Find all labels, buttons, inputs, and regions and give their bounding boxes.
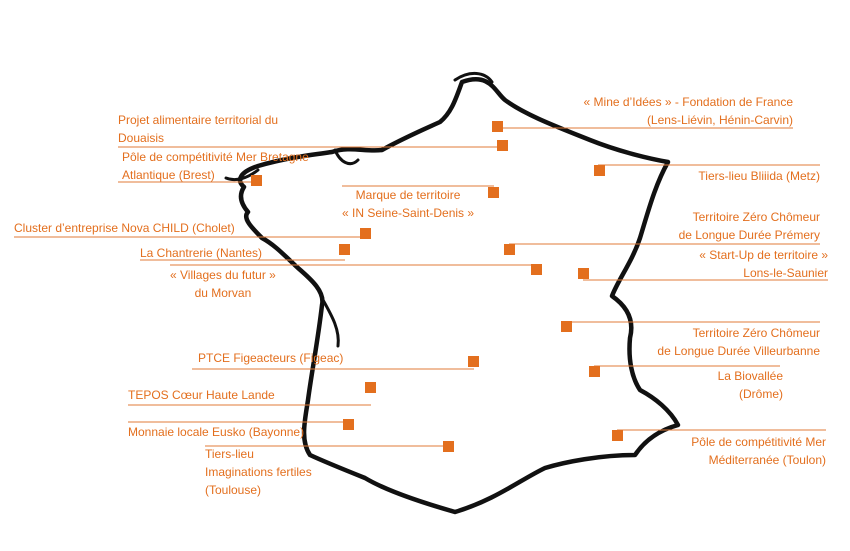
label-cholet-line1: Cluster d’entreprise Nova CHILD (Cholet)	[14, 221, 235, 235]
marker-lens	[492, 121, 503, 132]
label-premery-line1: Territoire Zéro Chômeur	[692, 210, 820, 224]
label-tepos-line1: TEPOS Cœur Haute Lande	[128, 388, 275, 402]
label-lens: « Mine d’Idées » - Fondation de France (…	[584, 93, 793, 129]
label-lons-line1: « Start-Up de territoire »	[699, 248, 828, 262]
marker-seine	[488, 187, 499, 198]
label-lons: « Start-Up de territoire » Lons-le-Sauni…	[699, 246, 828, 282]
marker-douaisis	[497, 140, 508, 151]
label-metz: Tiers-lieu Bliiida (Metz)	[698, 167, 820, 185]
marker-toulouse	[443, 441, 454, 452]
label-toulon-line1: Pôle de compétitivité Mer	[691, 435, 826, 449]
label-toulouse: Tiers-lieu Imaginations fertiles (Toulou…	[205, 445, 312, 499]
label-bayonne-line1: Monnaie locale Eusko (Bayonne)	[128, 425, 305, 439]
label-seine-line1: Marque de territoire	[355, 188, 461, 202]
label-metz-line1: Tiers-lieu Bliiida (Metz)	[698, 169, 820, 183]
label-lens-line2: (Lens-Liévin, Hénin-Carvin)	[646, 113, 793, 127]
label-seine-line2: « IN Seine-Saint-Denis »	[342, 206, 475, 220]
marker-tepos	[365, 382, 376, 393]
label-toulouse-line3: (Toulouse)	[205, 483, 262, 497]
label-brest-line1: Pôle de compétitivité Mer Bretagne	[122, 150, 309, 164]
label-figeac: PTCE Figeacteurs (Figeac)	[198, 349, 343, 367]
label-douaisis-line2: Douaisis	[118, 131, 165, 145]
label-premery: Territoire Zéro Chômeur de Longue Durée …	[679, 208, 820, 244]
label-villeurbanne-line2: de Longue Durée Villeurbanne	[657, 344, 820, 358]
label-villeurbanne-line1: Territoire Zéro Chômeur	[692, 326, 820, 340]
label-premery-line2: de Longue Durée Prémery	[678, 228, 820, 242]
marker-toulon	[612, 430, 623, 441]
marker-lons	[578, 268, 589, 279]
label-nantes-line1: La Chantrerie (Nantes)	[140, 246, 263, 260]
label-brest: Pôle de compétitivité Mer Bretagne Atlan…	[122, 148, 309, 184]
label-toulon: Pôle de compétitivité Mer Méditerranée (…	[691, 433, 826, 469]
label-tepos: TEPOS Cœur Haute Lande	[128, 386, 275, 404]
marker-morvan	[531, 264, 542, 275]
label-seine: Marque de territoire « IN Seine-Saint-De…	[342, 186, 474, 222]
marker-nantes	[339, 244, 350, 255]
label-lons-line2: Lons-le-Saunier	[743, 266, 828, 280]
label-figeac-line1: PTCE Figeacteurs (Figeac)	[198, 351, 344, 365]
label-toulouse-line2: Imaginations fertiles	[205, 465, 312, 479]
gironde-stroke	[321, 298, 340, 348]
label-toulon-line2: Méditerranée (Toulon)	[708, 453, 826, 467]
cotentin-stroke	[333, 148, 360, 166]
marker-figeac	[468, 356, 479, 367]
leader-lines	[14, 127, 828, 447]
label-brest-line2: Atlantique (Brest)	[122, 168, 215, 182]
location-markers	[251, 121, 623, 452]
label-biovallee-line2: (Drôme)	[739, 387, 783, 401]
marker-brest	[251, 175, 262, 186]
north-coast-stroke	[453, 72, 494, 84]
label-biovallee: La Biovallée (Drôme)	[718, 367, 783, 403]
label-morvan: « Villages du futur » du Morvan	[170, 266, 276, 302]
label-douaisis: Projet alimentaire territorial du Douais…	[118, 111, 278, 147]
france-outline	[237, 77, 681, 515]
marker-premery	[504, 244, 515, 255]
label-douaisis-line1: Projet alimentaire territorial du	[118, 113, 279, 127]
marker-biovallee	[589, 366, 600, 377]
label-lens-line1: « Mine d’Idées » - Fondation de France	[583, 95, 793, 109]
marker-villeurbanne	[561, 321, 572, 332]
label-morvan-line2: du Morvan	[194, 286, 252, 300]
label-biovallee-line1: La Biovallée	[717, 369, 783, 383]
label-nantes: La Chantrerie (Nantes)	[140, 244, 262, 262]
marker-metz	[594, 165, 605, 176]
label-villeurbanne: Territoire Zéro Chômeur de Longue Durée …	[657, 324, 820, 360]
label-bayonne: Monnaie locale Eusko (Bayonne)	[128, 423, 304, 441]
label-cholet: Cluster d’entreprise Nova CHILD (Cholet)	[14, 219, 235, 237]
marker-cholet	[360, 228, 371, 239]
marker-bayonne	[343, 419, 354, 430]
label-toulouse-line1: Tiers-lieu	[205, 447, 254, 461]
brittany-tip	[224, 168, 260, 182]
label-morvan-line1: « Villages du futur »	[170, 268, 276, 282]
